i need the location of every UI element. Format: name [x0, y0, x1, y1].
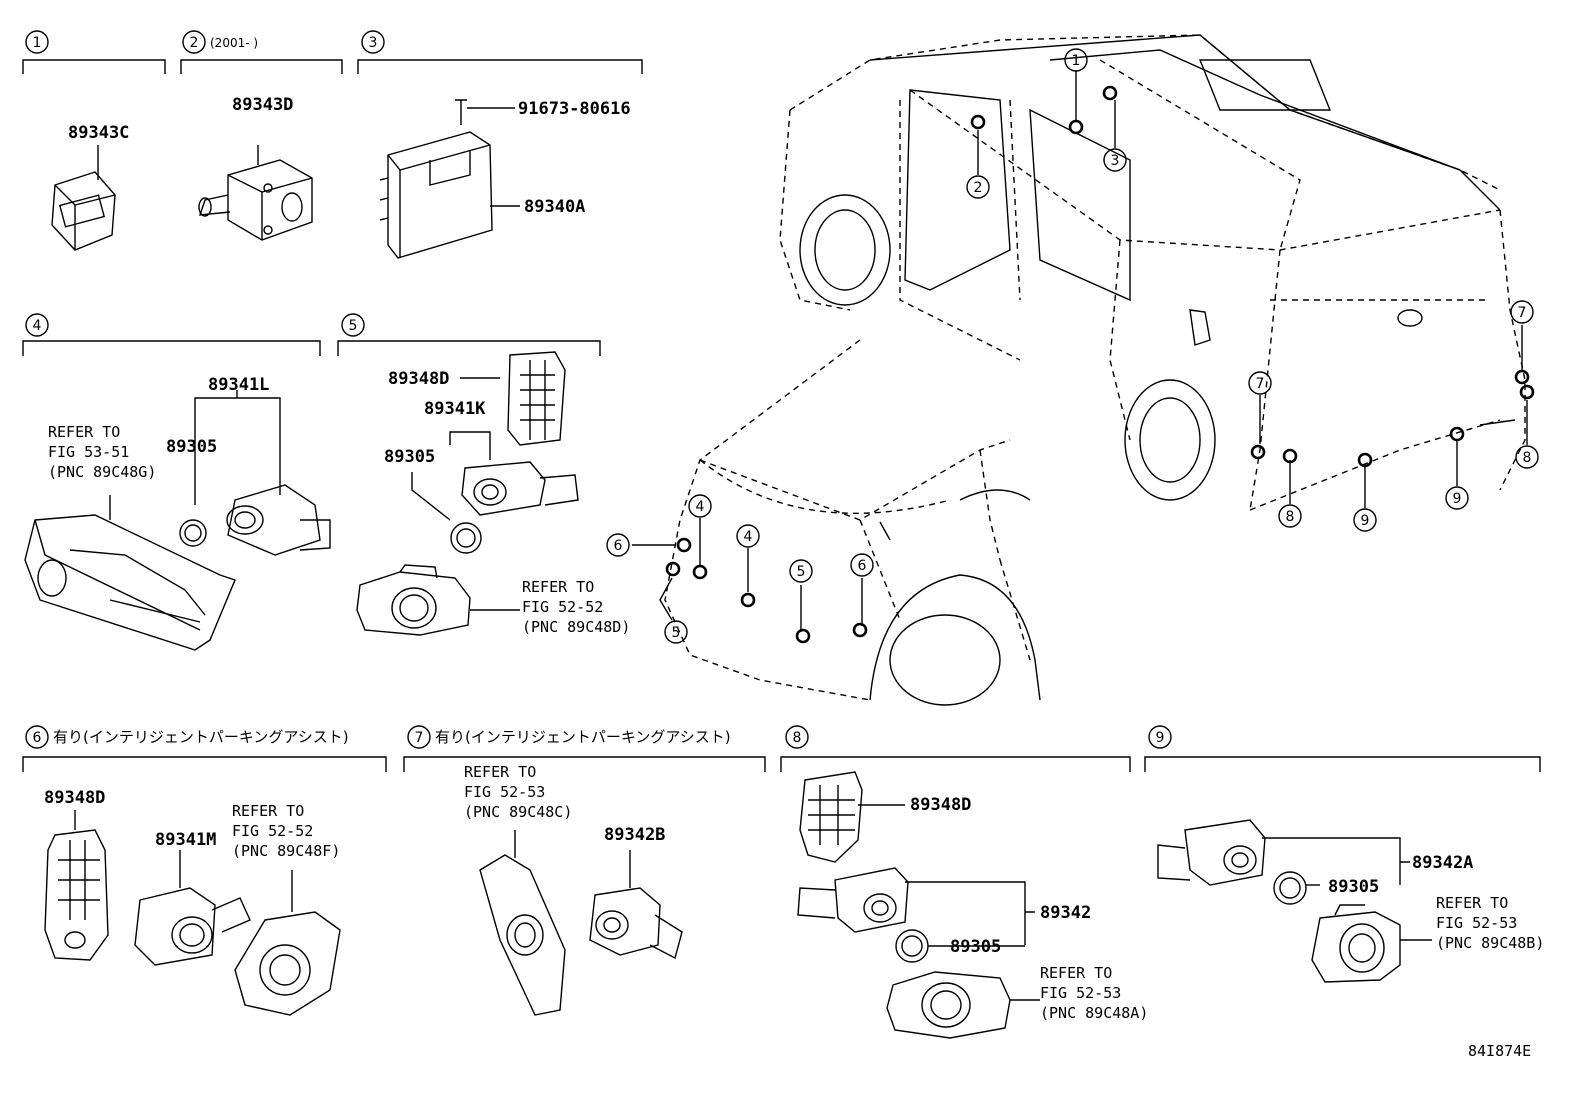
- refer-s5-line1: REFER TO: [522, 578, 594, 596]
- refer-s4-line2: FIG 53-51: [48, 443, 129, 461]
- callout-4a: 4: [696, 499, 705, 515]
- refer-s9-line3: (PNC 89C48B): [1436, 934, 1544, 952]
- callout-3: 3: [1111, 153, 1120, 169]
- section-8-header: [780, 725, 1131, 772]
- callout-8b: 8: [1523, 450, 1532, 466]
- section-7-number: 7: [415, 730, 424, 746]
- section-6-note: 有り(インテリジェントパーキングアシスト): [53, 728, 349, 746]
- section-3-header: [357, 30, 643, 74]
- callout-circles: [606, 48, 1539, 644]
- part-89348D-s5-drawing: [460, 351, 566, 446]
- part-89348D-s8-drawing: [799, 771, 905, 863]
- refer-s7-line3: (PNC 89C48C): [464, 803, 572, 821]
- section-5-header: [337, 313, 601, 356]
- part-89341M-drawing: [134, 850, 251, 966]
- callout-6a: 6: [614, 538, 623, 554]
- callout-2: 2: [974, 180, 983, 196]
- callout-6b: 6: [858, 558, 867, 574]
- section-7-header: [403, 725, 766, 772]
- section-9-number: 9: [1156, 730, 1165, 746]
- refer-s5-line2: FIG 52-52: [522, 598, 603, 616]
- part-label-89348D-s5: 89348D: [388, 369, 449, 389]
- part-89342B-drawing: [589, 850, 683, 960]
- part-label-89305-s9: 89305: [1328, 877, 1379, 897]
- figure-code: 84I874E: [1468, 1042, 1531, 1060]
- sensor-markers: [665, 85, 1535, 644]
- part-89342-drawing: [797, 867, 1035, 963]
- refer-s8-line1: REFER TO: [1040, 964, 1112, 982]
- rear-body-drawing: [799, 34, 1516, 501]
- section-5-number: 5: [349, 318, 358, 334]
- part-label-89340A: 89340A: [524, 197, 585, 217]
- callout-5a: 5: [797, 564, 806, 580]
- callout-leaders: [632, 70, 1528, 632]
- section-8-number: 8: [793, 730, 802, 746]
- bezel-s5-drawing: [356, 564, 520, 636]
- part-label-89305-s8: 89305: [950, 937, 1001, 957]
- section-6-number: 6: [33, 730, 42, 746]
- section-2-note: (2001- ): [210, 36, 258, 50]
- refer-s8-line3: (PNC 89C48A): [1040, 1004, 1148, 1022]
- section-7-note: 有り(インテリジェントパーキングアシスト): [435, 728, 731, 746]
- refer-s5-line3: (PNC 89C48D): [522, 618, 630, 636]
- refer-s6-line2: FIG 52-52: [232, 822, 313, 840]
- part-label-89343D: 89343D: [232, 95, 293, 115]
- section-1-header: [22, 30, 166, 74]
- front-wheel-drawing: [869, 489, 1041, 706]
- part-89342A-drawing: [1157, 819, 1410, 905]
- part-label-91673-80616: 91673-80616: [518, 99, 631, 119]
- callout-8a: 8: [1286, 509, 1295, 525]
- refer-s7-line2: FIG 52-53: [464, 783, 545, 801]
- section-1-number: 1: [33, 35, 42, 51]
- bezel-s9-drawing: [1311, 904, 1432, 983]
- section-9-header: [1144, 725, 1541, 772]
- callout-9b: 9: [1453, 491, 1462, 507]
- callout-7b: 7: [1518, 305, 1527, 321]
- refer-s9-line1: REFER TO: [1436, 894, 1508, 912]
- part-label-89341M: 89341M: [155, 830, 216, 850]
- callout-1: 1: [1072, 53, 1081, 69]
- part-label-89348D-s6: 89348D: [44, 788, 105, 808]
- front-vehicle-drawing: [664, 339, 1031, 701]
- part-89341K-drawing: [411, 431, 579, 554]
- callout-9a: 9: [1361, 513, 1370, 529]
- part-89343D-drawing: [198, 145, 313, 241]
- part-label-89342B: 89342B: [604, 825, 665, 845]
- section-3-number: 3: [369, 35, 378, 51]
- refer-s4-line1: REFER TO: [48, 423, 120, 441]
- part-label-89348D-s8: 89348D: [910, 795, 971, 815]
- section-4-number: 4: [33, 318, 42, 334]
- part-89343C-drawing: [51, 145, 116, 251]
- section-4-header: [22, 313, 321, 356]
- part-label-89305-s5: 89305: [384, 447, 435, 467]
- refer-s6-line1: REFER TO: [232, 802, 304, 820]
- section-6-header: [22, 725, 387, 772]
- section-2-header: [180, 30, 343, 74]
- refer-s6-line3: (PNC 89C48F): [232, 842, 340, 860]
- bumper-bracket-drawing: [24, 495, 236, 651]
- section-2-number: 2: [190, 35, 199, 51]
- callout-7a: 7: [1256, 376, 1265, 392]
- callout-5b: 5: [672, 625, 681, 641]
- part-label-89343C: 89343C: [68, 123, 129, 143]
- part-label-89342: 89342: [1040, 903, 1091, 923]
- bezel-s8-drawing: [886, 971, 1040, 1039]
- part-label-89305-s4: 89305: [166, 437, 217, 457]
- bezel-s7-drawing: [479, 830, 566, 1016]
- refer-s9-line2: FIG 52-53: [1436, 914, 1517, 932]
- part-label-89342A: 89342A: [1412, 853, 1473, 873]
- refer-s8-line2: FIG 52-53: [1040, 984, 1121, 1002]
- part-label-89341K: 89341K: [424, 399, 486, 419]
- part-89341L-drawing: [179, 390, 331, 556]
- refer-s4-line3: (PNC 89C48G): [48, 463, 156, 481]
- rear-vehicle-drawing: [779, 34, 1526, 511]
- bezel-s6-drawing: [234, 870, 341, 1016]
- refer-s7-line1: REFER TO: [464, 763, 536, 781]
- part-label-89341L: 89341L: [208, 375, 269, 395]
- part-89348D-s6-drawing: [44, 810, 109, 961]
- part-89340A-drawing: [379, 99, 520, 259]
- callout-4b: 4: [744, 529, 753, 545]
